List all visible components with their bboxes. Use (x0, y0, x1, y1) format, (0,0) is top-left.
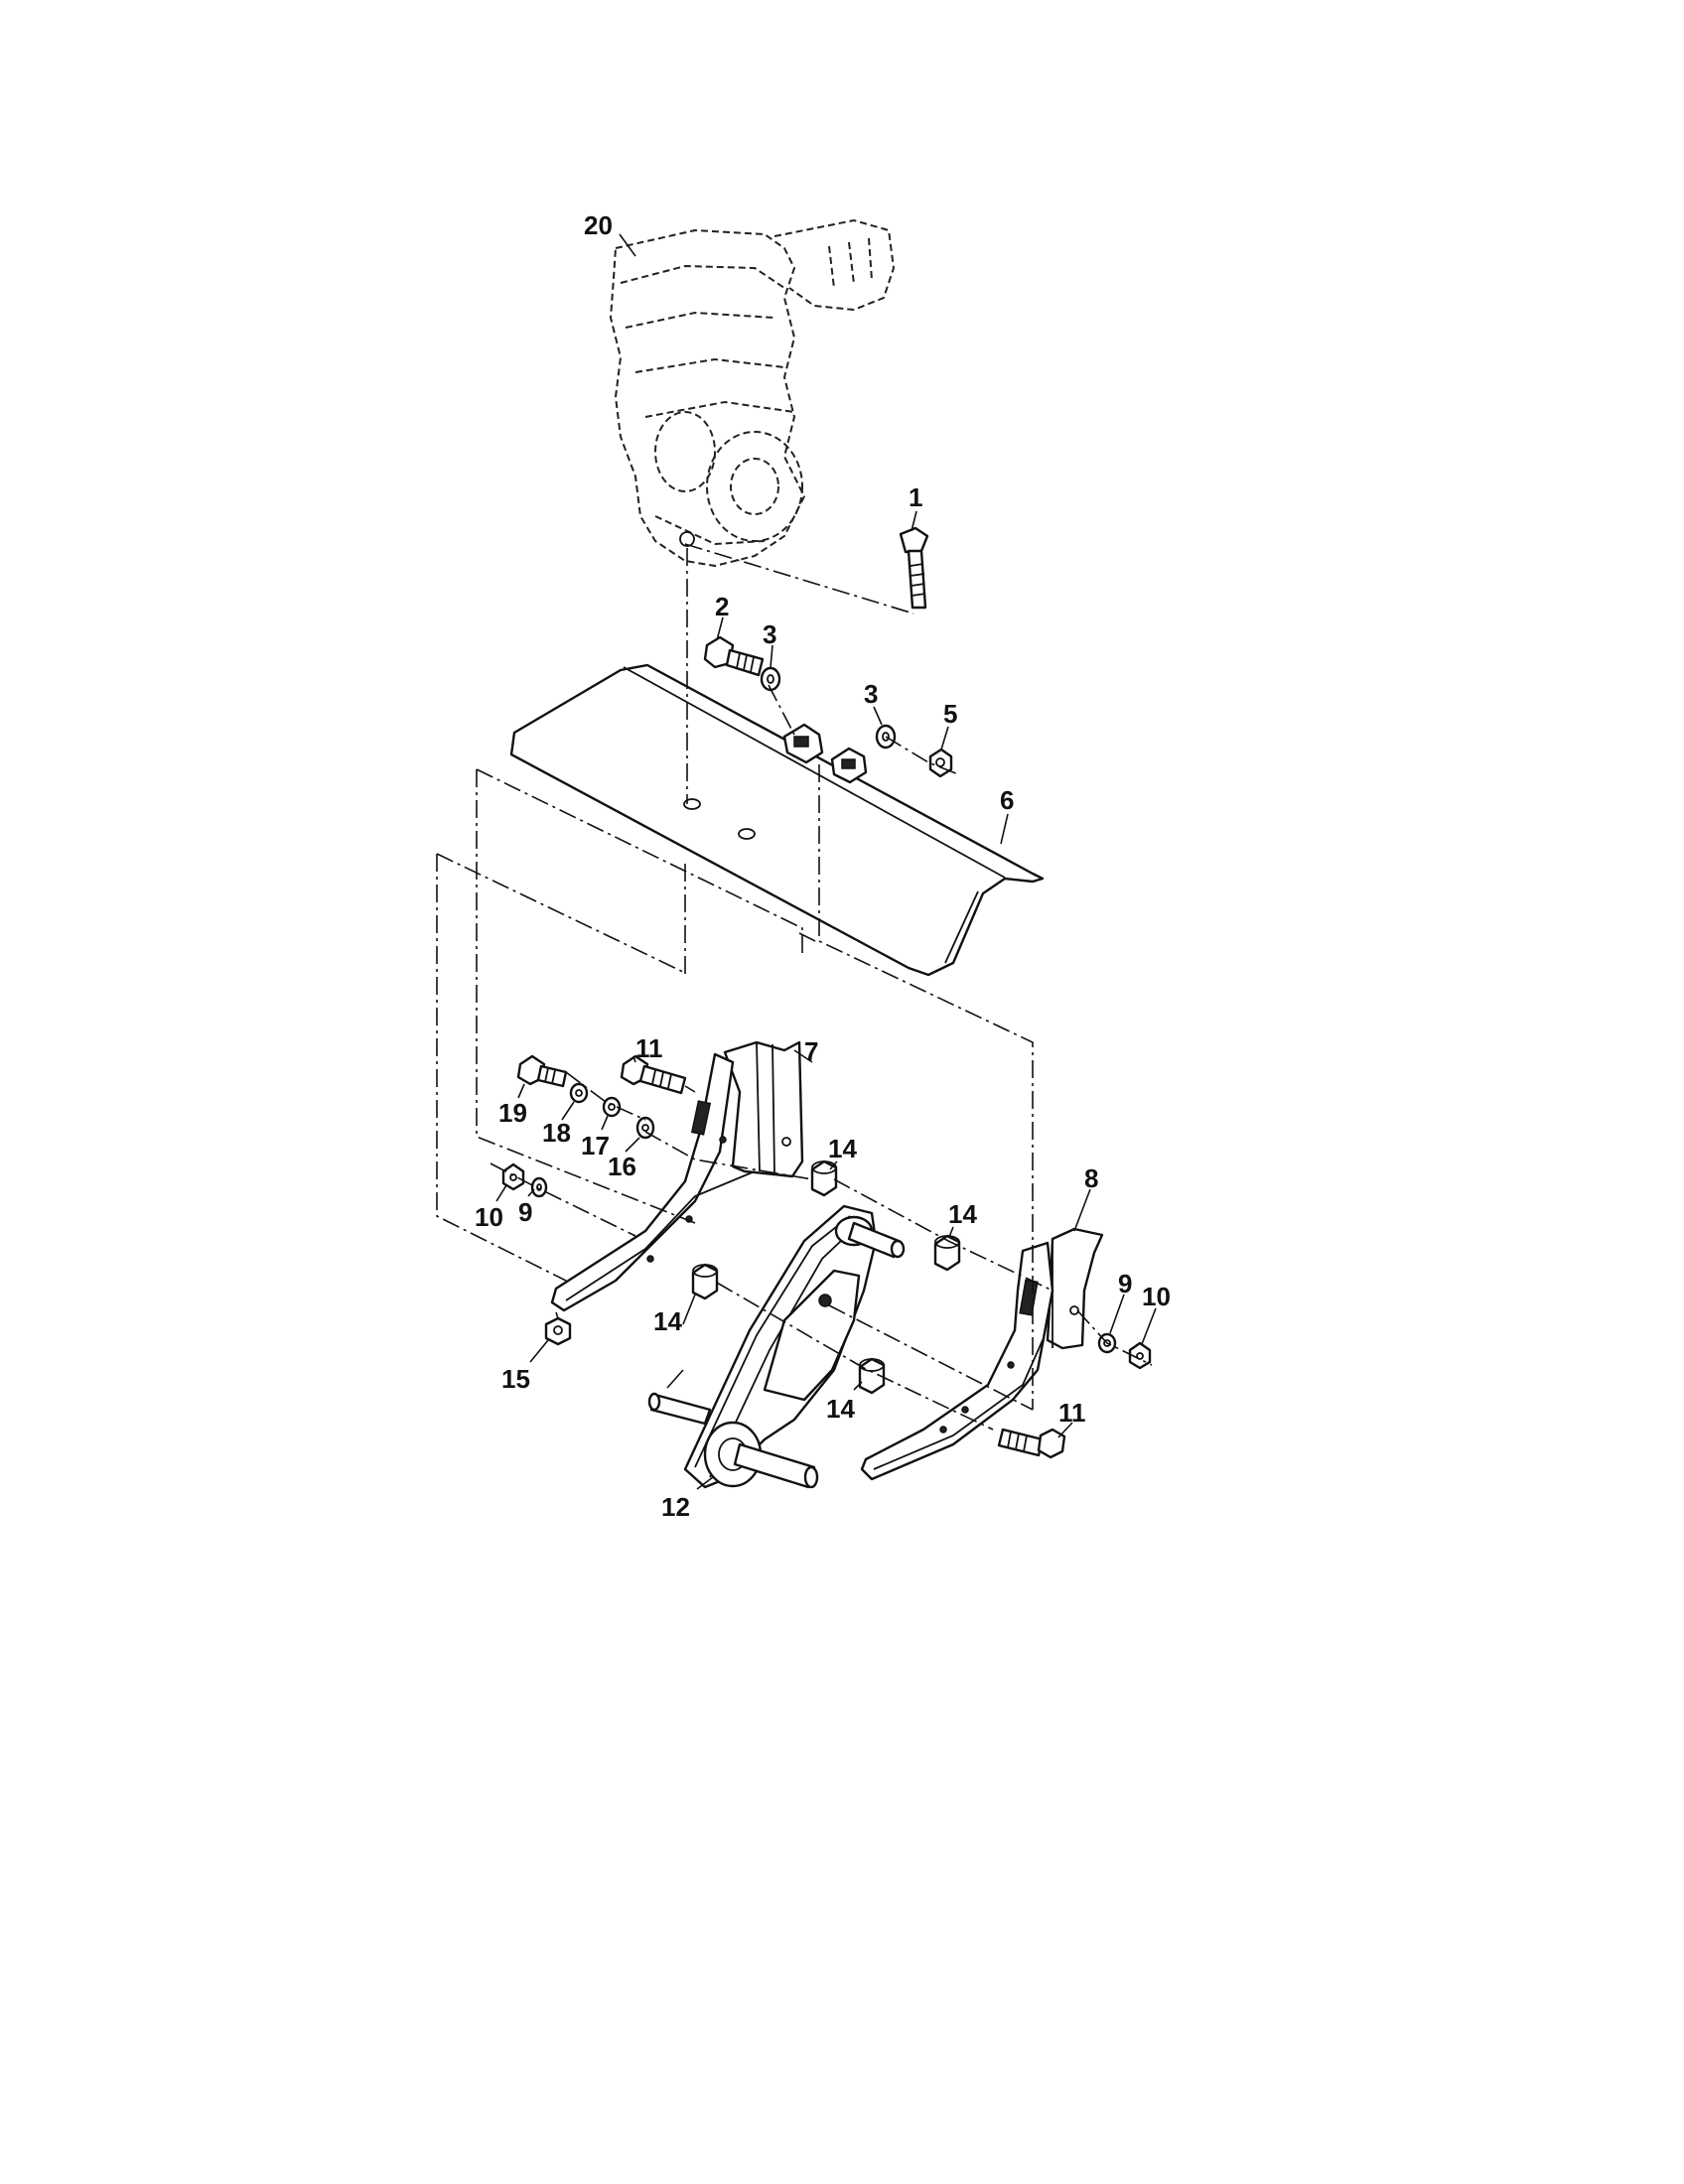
callout-15: 15 (501, 1364, 530, 1394)
bolt-19 (516, 1054, 568, 1088)
callout-labels: 20 1 2 3 3 5 6 7 8 9 10 11 12 14 14 14 1… (475, 210, 1171, 1522)
callout-19: 19 (498, 1098, 527, 1128)
left-bracket (550, 1040, 804, 1312)
callout-5: 5 (943, 699, 957, 729)
callout-9-left: 9 (518, 1197, 532, 1227)
bolt-11a (620, 1054, 687, 1095)
callout-18: 18 (542, 1118, 571, 1148)
nut-15 (544, 1316, 572, 1346)
bolt-2 (703, 635, 765, 677)
alignment-lines (436, 543, 1153, 1431)
callout-11-right: 11 (1058, 1398, 1086, 1428)
leader-lines (495, 233, 1157, 1490)
washer-16 (635, 1116, 655, 1140)
callout-7: 7 (804, 1036, 818, 1066)
engine-phantom (609, 218, 896, 568)
callout-3-right: 3 (864, 679, 878, 709)
washer-17 (602, 1096, 622, 1118)
callout-2: 2 (715, 592, 729, 621)
nut-10a (501, 1162, 525, 1191)
washer-18 (569, 1082, 589, 1104)
callout-9-right: 9 (1118, 1269, 1132, 1298)
callout-1: 1 (909, 482, 922, 512)
callout-12: 12 (661, 1492, 690, 1522)
spacer-14c (691, 1263, 719, 1300)
callout-14-left: 14 (653, 1306, 682, 1336)
callout-17: 17 (581, 1131, 610, 1160)
washer-3a (760, 666, 781, 692)
washer-3b (875, 724, 897, 750)
callout-14-right: 14 (948, 1199, 977, 1229)
bolt-1 (899, 526, 929, 610)
callout-16: 16 (608, 1152, 636, 1181)
spacer-14b (933, 1234, 961, 1272)
callout-10-left: 10 (475, 1202, 503, 1232)
callout-14-top-left: 14 (828, 1134, 857, 1163)
bolt-11b (997, 1428, 1066, 1459)
tine-shaft-assembly (647, 1204, 906, 1489)
washer-9a (530, 1176, 548, 1198)
callout-6: 6 (1000, 785, 1014, 815)
callout-14-bottom: 14 (826, 1394, 855, 1424)
right-bracket (860, 1227, 1104, 1481)
callout-3-top: 3 (763, 619, 776, 649)
callout-8: 8 (1084, 1163, 1098, 1193)
nut-5 (928, 748, 953, 778)
spacer-14a (810, 1160, 838, 1197)
callout-10-right: 10 (1142, 1282, 1171, 1311)
callout-11-left: 11 (635, 1033, 663, 1063)
callout-20: 20 (584, 210, 613, 240)
